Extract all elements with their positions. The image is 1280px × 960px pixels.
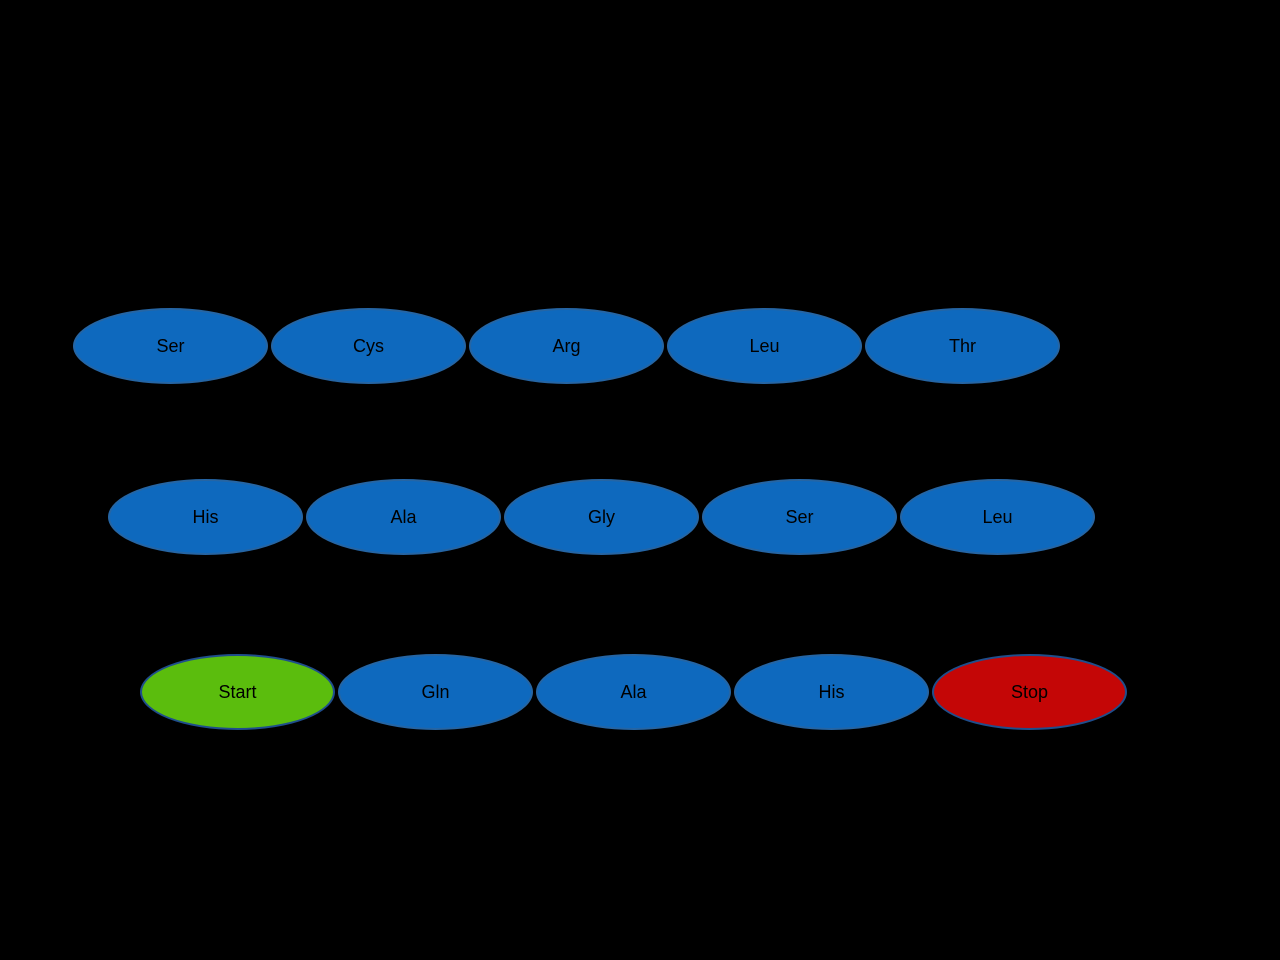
node-label: Thr: [949, 336, 976, 356]
node-label: Ser: [156, 336, 185, 356]
amino-node-leu: Leu: [900, 479, 1095, 555]
sequence-row-3: Start Gln Ala His Stop: [140, 654, 1127, 730]
amino-node-his: His: [734, 654, 929, 730]
amino-node-leu: Leu: [667, 308, 862, 384]
amino-node-his: His: [108, 479, 303, 555]
amino-node-ser: Ser: [702, 479, 897, 555]
node-label: Stop: [1010, 682, 1049, 702]
amino-node-ser: Ser: [73, 308, 268, 384]
node-label: His: [192, 507, 219, 527]
terminal-node-stop: Stop: [932, 654, 1127, 730]
amino-node-cys: Cys: [271, 308, 466, 384]
node-label: Ala: [390, 507, 417, 527]
node-label: His: [818, 682, 845, 702]
node-label: Start: [218, 682, 257, 702]
node-label: Ala: [620, 682, 647, 702]
node-label: Leu: [982, 507, 1013, 527]
amino-node-gly: Gly: [504, 479, 699, 555]
node-label: Gly: [588, 507, 615, 527]
amino-node-arg: Arg: [469, 308, 664, 384]
node-label: Gln: [421, 682, 450, 702]
node-label: Leu: [749, 336, 780, 356]
node-label: Cys: [353, 336, 384, 356]
node-label: Ser: [785, 507, 814, 527]
amino-node-ala: Ala: [306, 479, 501, 555]
amino-node-thr: Thr: [865, 308, 1060, 384]
amino-node-gln: Gln: [338, 654, 533, 730]
amino-node-ala: Ala: [536, 654, 731, 730]
node-label: Arg: [552, 336, 581, 356]
sequence-row-2: His Ala Gly Ser Leu: [108, 479, 1095, 555]
sequence-row-1: Ser Cys Arg Leu Thr: [73, 308, 1060, 384]
terminal-node-start: Start: [140, 654, 335, 730]
